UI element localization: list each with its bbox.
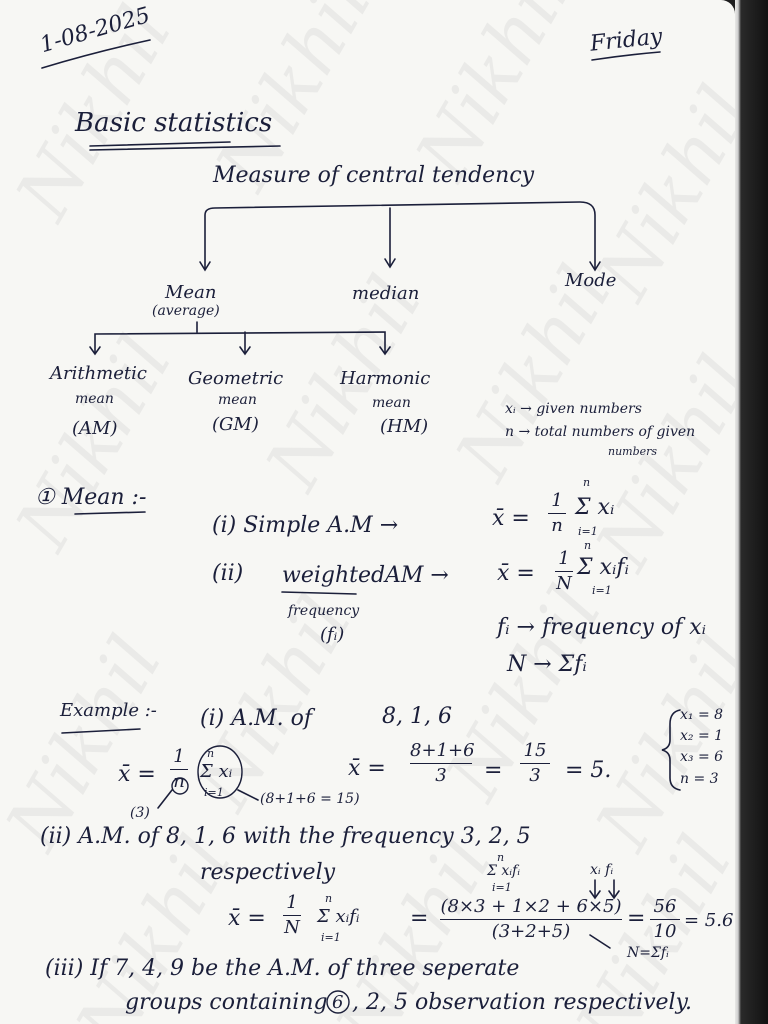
tree-mean-note: (average) — [152, 303, 220, 319]
fraction-numerator: 56 — [653, 896, 677, 917]
ex1-fraction-2: 15 3 — [520, 742, 550, 785]
ex3-line2-b: , 2, 5 observation respectively. — [352, 990, 693, 1015]
hm-word: mean — [372, 395, 411, 411]
tree-connectors — [41, 39, 681, 1014]
mean-heading: ① Mean :- — [35, 485, 147, 510]
N-definition: N → Σfᵢ — [507, 652, 587, 677]
tree-mode: Mode — [565, 270, 617, 291]
fraction-numerator: 1 — [286, 892, 298, 913]
fi-definition: fᵢ → frequency of xᵢ — [497, 615, 707, 640]
brace-item: x₁ = 8 — [680, 707, 724, 723]
sum-body: Σ xᵢ — [200, 761, 233, 782]
notation-n: n → total numbers of given — [505, 424, 696, 440]
weighted-am-label: AM → — [385, 563, 449, 588]
am-word: mean — [75, 391, 114, 407]
ex1-fraction: 8+1+6 3 — [410, 740, 475, 786]
tree-root: Measure of central tendency — [213, 163, 535, 188]
aside-fraction: 1 n — [170, 748, 188, 791]
fraction-denominator: n — [551, 515, 563, 536]
sum-upper: n — [325, 892, 333, 905]
ex2-result: = 5.6 — [684, 910, 734, 931]
ex2-N-note: N=Σfᵢ — [627, 945, 669, 961]
sum-lower: i=1 — [321, 931, 341, 944]
fraction-numerator: 8+1+6 — [410, 740, 475, 761]
gm-abbr: (GM) — [212, 414, 259, 435]
ex2-top-note: Σ xᵢfᵢ — [487, 863, 521, 879]
sum-upper: n — [584, 539, 592, 552]
sum-lower: i=1 — [578, 525, 598, 538]
weighted-label: weighted — [282, 563, 386, 588]
am-name: Arithmetic — [50, 363, 147, 384]
notebook-page: Nikhil Nikhil Nikhil Nikhil Nikhil Nikhi… — [0, 0, 735, 1024]
ex2-top-sub: i=1 — [492, 881, 512, 894]
fi-label: (fᵢ) — [320, 624, 345, 645]
ex2-label: (ii) A.M. of 8, 1, 6 with the frequency … — [40, 824, 531, 849]
tree-median: median — [352, 283, 420, 304]
aside-left-note: (3) — [130, 805, 150, 821]
sum-lower: i=1 — [592, 584, 612, 597]
simple-formula-fraction: 1 n — [548, 492, 566, 535]
sum-body: Σ xᵢfᵢ — [317, 906, 360, 927]
notation-xi: xᵢ → given numbers — [505, 401, 642, 417]
fraction-denominator: 3 — [529, 765, 541, 786]
gm-word: mean — [218, 392, 257, 408]
example-heading: Example :- — [60, 700, 157, 721]
sum-body: Σ xᵢfᵢ — [577, 555, 629, 580]
fraction-denominator: 3 — [435, 765, 447, 786]
am-abbr: (AM) — [72, 418, 118, 439]
fraction-numerator: 15 — [523, 740, 547, 761]
hm-name: Harmonic — [340, 368, 431, 389]
sum-body: Σ xᵢ — [575, 495, 615, 520]
fraction-denominator: N — [556, 573, 572, 594]
hm-abbr: (HM) — [380, 416, 429, 437]
fraction-numerator: 1 — [173, 746, 185, 767]
fraction-numerator: 1 — [551, 490, 563, 511]
ex2-big-fraction: (8×3 + 1×2 + 6×5) (3+2+5) — [440, 898, 622, 941]
ex3-line1: (iii) If 7, 4, 9 be the A.M. of three se… — [45, 956, 520, 981]
ex2-equals: = — [410, 906, 429, 931]
fraction-denominator: N — [284, 917, 300, 938]
aside-lhs: x̄ = — [118, 762, 156, 787]
fraction-numerator: (8×3 + 1×2 + 6×5) — [440, 896, 622, 917]
fraction-denominator: (3+2+5) — [491, 921, 571, 942]
ex1-result: = 5. — [565, 758, 612, 783]
notebook-edge — [735, 0, 768, 1024]
ex1-equals: = — [484, 758, 503, 783]
ex2-equals-2: = — [627, 906, 646, 931]
sum-upper: n — [207, 747, 215, 760]
aside-right-note: (8+1+6 = 15) — [260, 791, 360, 807]
page-title: Basic statistics — [75, 108, 273, 138]
gm-name: Geometric — [188, 368, 284, 389]
ex3-circled-six: 6 — [332, 992, 344, 1013]
ex3-line2-a: groups containing — [125, 990, 328, 1015]
ex2-lhs: x̄ = — [228, 906, 266, 931]
weighted-formula-fraction: 1 N — [555, 550, 573, 593]
ex1-lhs: x̄ = — [348, 756, 386, 781]
tree-mean: Mean — [165, 282, 217, 303]
fraction-denominator: 10 — [653, 921, 677, 942]
fraction-denominator: n — [173, 771, 185, 792]
notation-n-cont: numbers — [608, 445, 658, 458]
ex2-respectively: respectively — [200, 860, 336, 885]
ex2-fraction-2: 56 10 — [650, 898, 680, 941]
simple-am-label: (i) Simple A.M → — [212, 513, 399, 538]
sum-upper: n — [583, 476, 591, 489]
weighted-num: (ii) — [212, 561, 244, 586]
brace-item: x₂ = 1 — [680, 728, 724, 744]
brace-item: x₃ = 6 — [680, 749, 724, 765]
frequency-label: frequency — [288, 603, 360, 619]
weighted-formula-lhs: x̄ = — [497, 561, 535, 586]
ex1-label: (i) A.M. of — [200, 706, 312, 731]
brace-item: n = 3 — [680, 771, 719, 787]
sum-lower: i=1 — [204, 786, 224, 799]
ex2-top-sup: n — [497, 851, 505, 864]
simple-formula-lhs: x̄ = — [492, 506, 530, 531]
ex2-fraction: 1 N — [283, 894, 301, 937]
ex1-values: 8, 1, 6 — [382, 704, 452, 729]
fraction-numerator: 1 — [558, 548, 570, 569]
ex2-xi-fi: xᵢ fᵢ — [590, 862, 614, 878]
